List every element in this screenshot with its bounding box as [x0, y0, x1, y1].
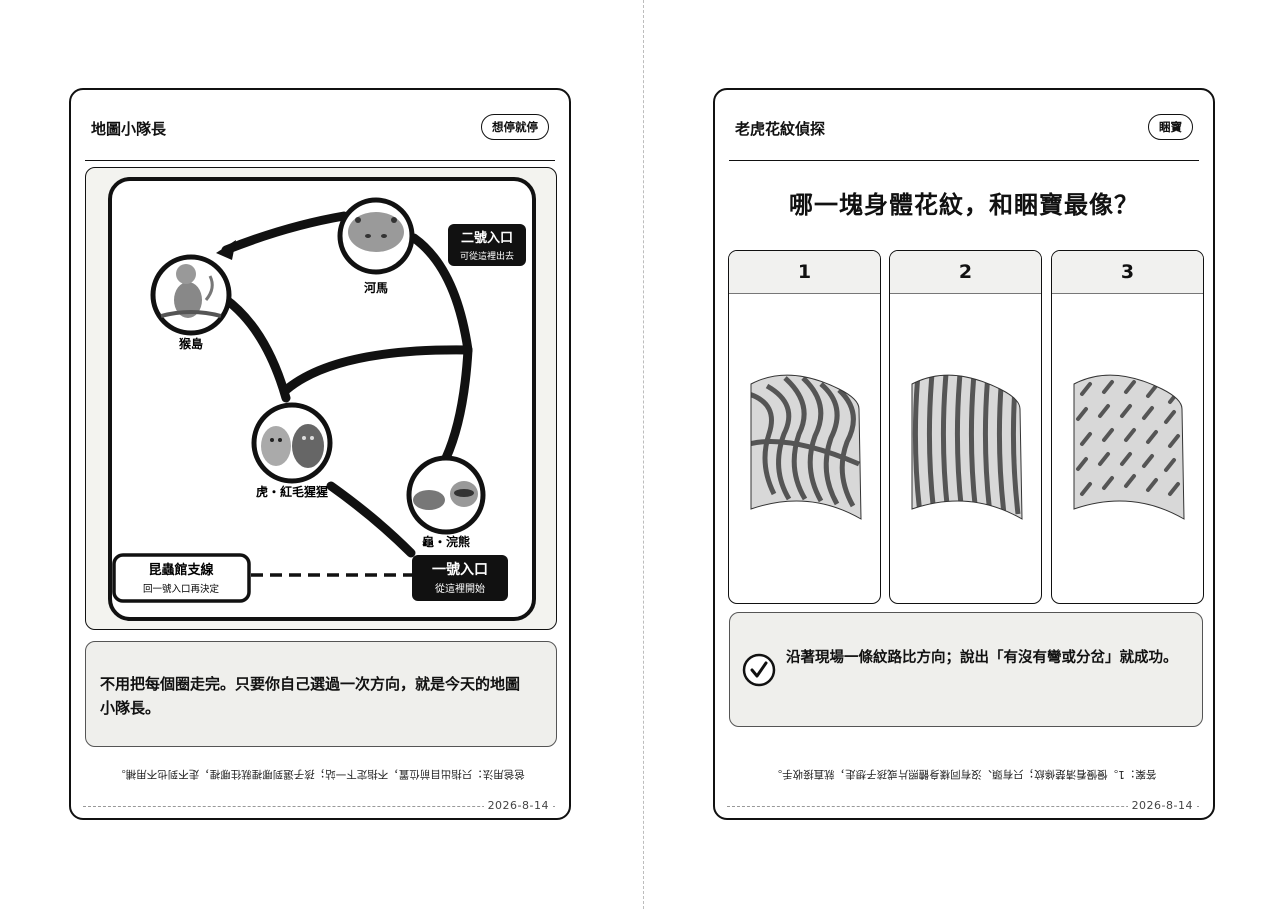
turtle-raccoon-label: 龜・浣熊	[422, 534, 470, 549]
map-captain-card: 地圖小隊長 想停就停	[69, 88, 571, 820]
note-panel: 不用把每個圈走完。只要你自己選過一次方向，就是今天的地圖小隊長。	[85, 641, 557, 747]
insect-branch-sub: 回一號入口再決定	[143, 583, 220, 595]
gate-1-sub: 從這裡開始	[435, 582, 485, 595]
badge: 想停就停	[481, 114, 549, 140]
insect-branch-title: 昆蟲館支線	[148, 562, 214, 578]
gate-2: 二號入口 可從這裡出去	[448, 224, 526, 266]
tiger-fur-pattern-1	[750, 374, 862, 520]
monkey-icon	[150, 254, 232, 336]
hippo-label: 河馬	[363, 280, 388, 295]
note-text: 不用把每個圈走完。只要你自己選過一次方向，就是今天的地圖小隊長。	[100, 675, 521, 717]
upside-down-answer: 答案：1。慢慢看清楚條紋；只有頭、沒有同樣身體照片或孩子想走，就直接收手。	[771, 768, 1157, 780]
pattern-option-3[interactable]: 3	[1051, 250, 1204, 604]
tiger-orangutan-label: 虎・紅毛猩猩	[256, 484, 328, 499]
gate-2-sub: 可從這裡出去	[460, 250, 514, 262]
tip-panel: 沿著現場一條紋路比方向；說出「有沒有彎或分岔」就成功。	[729, 612, 1203, 727]
insect-branch: 昆蟲館支線 回一號入口再決定	[112, 553, 251, 603]
zoo-map: 河馬 猴島 虎・紅毛猩猩	[85, 167, 557, 630]
card-title: 地圖小隊長	[91, 120, 167, 138]
tip-text: 沿著現場一條紋路比方向；說出「有沒有彎或分岔」就成功。	[786, 650, 1178, 666]
option-number: 1	[729, 251, 880, 294]
badge: 睏寶	[1148, 114, 1193, 140]
tiger-fur-pattern-3	[1073, 374, 1185, 520]
tiger-fur-pattern-2	[911, 374, 1023, 520]
card-title: 老虎花紋偵探	[735, 120, 826, 138]
card-header: 老虎花紋偵探 睏寶	[729, 90, 1199, 161]
footer-dashed-line	[727, 806, 1199, 807]
footer-date: 2026-8-14	[1127, 799, 1197, 812]
gate-1: 一號入口 從這裡開始	[412, 555, 508, 601]
tiger-pattern-card: 老虎花紋偵探 睏寶 哪一塊身體花紋，和睏寶最像？ 1 2	[713, 88, 1215, 820]
option-number: 2	[890, 251, 1041, 294]
upside-down-note: 爸爸用法：只指出目前位置，不指定下一站；孩子選到哪裡就往哪裡，走不到也不用補。	[115, 768, 525, 780]
tiger-orangutan-icon	[251, 402, 333, 484]
zoo-map-drawing: 河馬 猴島 虎・紅毛猩猩	[108, 177, 536, 621]
footer-dashed-line	[83, 806, 555, 807]
fold-line	[643, 0, 644, 909]
question-text: 哪一塊身體花紋，和睏寶最像？	[789, 191, 1139, 219]
card-header: 地圖小隊長 想停就停	[85, 90, 555, 161]
turtle-raccoon-icon	[406, 455, 486, 535]
footer-date: 2026-8-14	[483, 799, 553, 812]
gate-2-title: 二號入口	[461, 230, 513, 246]
check-circle-icon	[742, 653, 776, 687]
option-number: 3	[1052, 251, 1203, 294]
hippo-icon	[337, 197, 415, 275]
pattern-option-2[interactable]: 2	[889, 250, 1042, 604]
monkey-label: 猴島	[179, 336, 203, 351]
pattern-option-1[interactable]: 1	[728, 250, 881, 604]
gate-1-title: 一號入口	[432, 561, 488, 578]
